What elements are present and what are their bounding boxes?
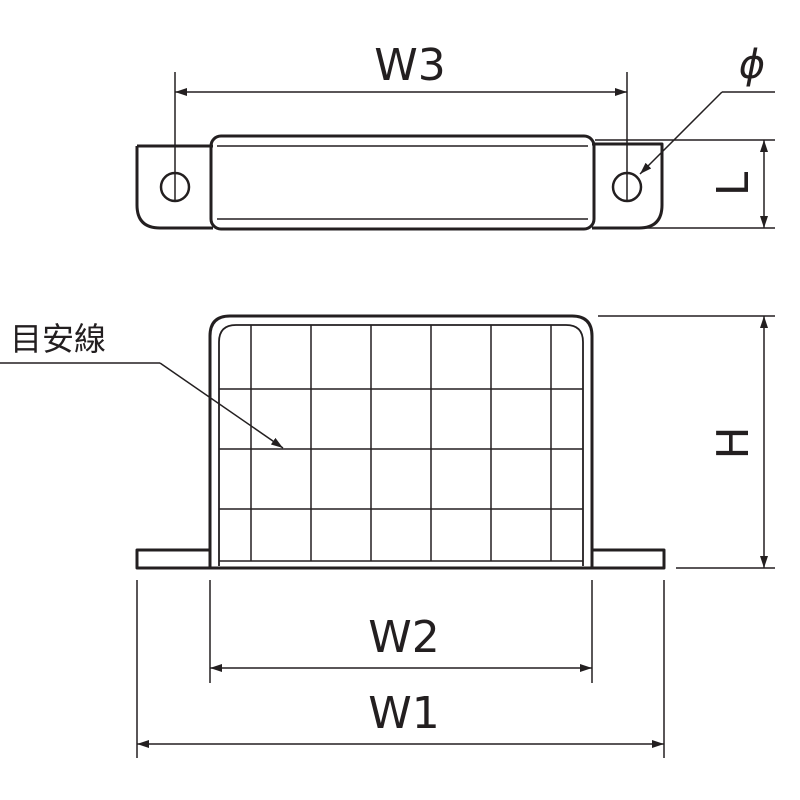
front-view-flange-right: [592, 548, 666, 570]
w1-dimension: [136, 580, 665, 758]
l-dimension: [595, 139, 775, 229]
h-dimension: [598, 315, 775, 569]
front-view: [135, 314, 666, 570]
guide-leader: [0, 362, 284, 449]
h-label: H: [708, 426, 759, 459]
w1-label: W1: [368, 688, 440, 739]
w3-dimension: [174, 72, 628, 200]
w2-label: W2: [368, 612, 440, 663]
phi-leader: [639, 91, 775, 175]
front-view-inner-wall: [218, 324, 584, 566]
w3-label: W3: [374, 40, 446, 91]
top-view-flange-outline: [135, 142, 664, 230]
l-label: L: [708, 171, 759, 196]
phi-label: ϕ: [739, 42, 765, 88]
top-view-body: [209, 134, 596, 231]
phi-leader-line: [639, 91, 723, 175]
w2-dimension: [209, 580, 593, 683]
front-view-body-outline: [208, 314, 594, 568]
top-view: [135, 134, 664, 231]
guide-leader-line: [159, 362, 284, 449]
guide-label: 目安線: [10, 320, 106, 358]
guide-grid: [219, 325, 583, 561]
front-view-flange-left: [135, 548, 210, 570]
